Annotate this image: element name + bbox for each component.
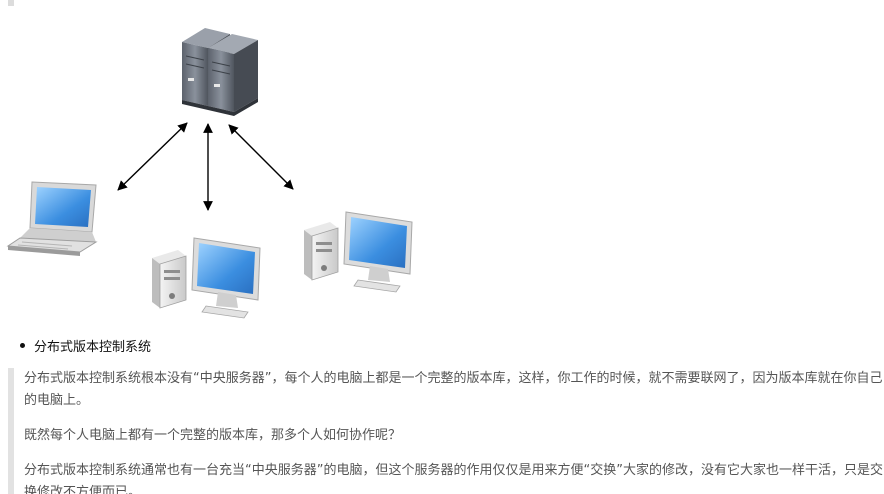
bullet-item: 分布式版本控制系统	[20, 336, 151, 355]
arrow-server-desktop-2	[228, 124, 294, 190]
distributed-vcs-diagram	[6, 28, 413, 319]
quote-border-fragment	[8, 0, 14, 6]
arrow-server-laptop	[117, 122, 188, 191]
laptop-icon	[6, 181, 98, 256]
bullet-dot	[20, 343, 25, 348]
server-rack-icon	[182, 28, 258, 116]
paragraph: 既然每个人电脑上都有一个完整的版本库，那多个人如何协作呢？	[24, 428, 402, 443]
blockquote: 分布式版本控制系统根本没有“中央服务器”，每个人的电脑上都是一个完整的版本库，这…	[8, 368, 884, 494]
desktop-computer-icon	[152, 237, 261, 319]
paragraph: 分布式版本控制系统通常也有一台充当“中央服务器”的电脑，但这个服务器的作用仅仅是…	[24, 463, 883, 494]
paragraph: 分布式版本控制系统根本没有“中央服务器”，每个人的电脑上都是一个完整的版本库，这…	[24, 371, 883, 408]
desktop-computer-icon	[304, 211, 413, 293]
section-title: 分布式版本控制系统	[34, 340, 152, 355]
connection-arrows	[117, 122, 294, 211]
